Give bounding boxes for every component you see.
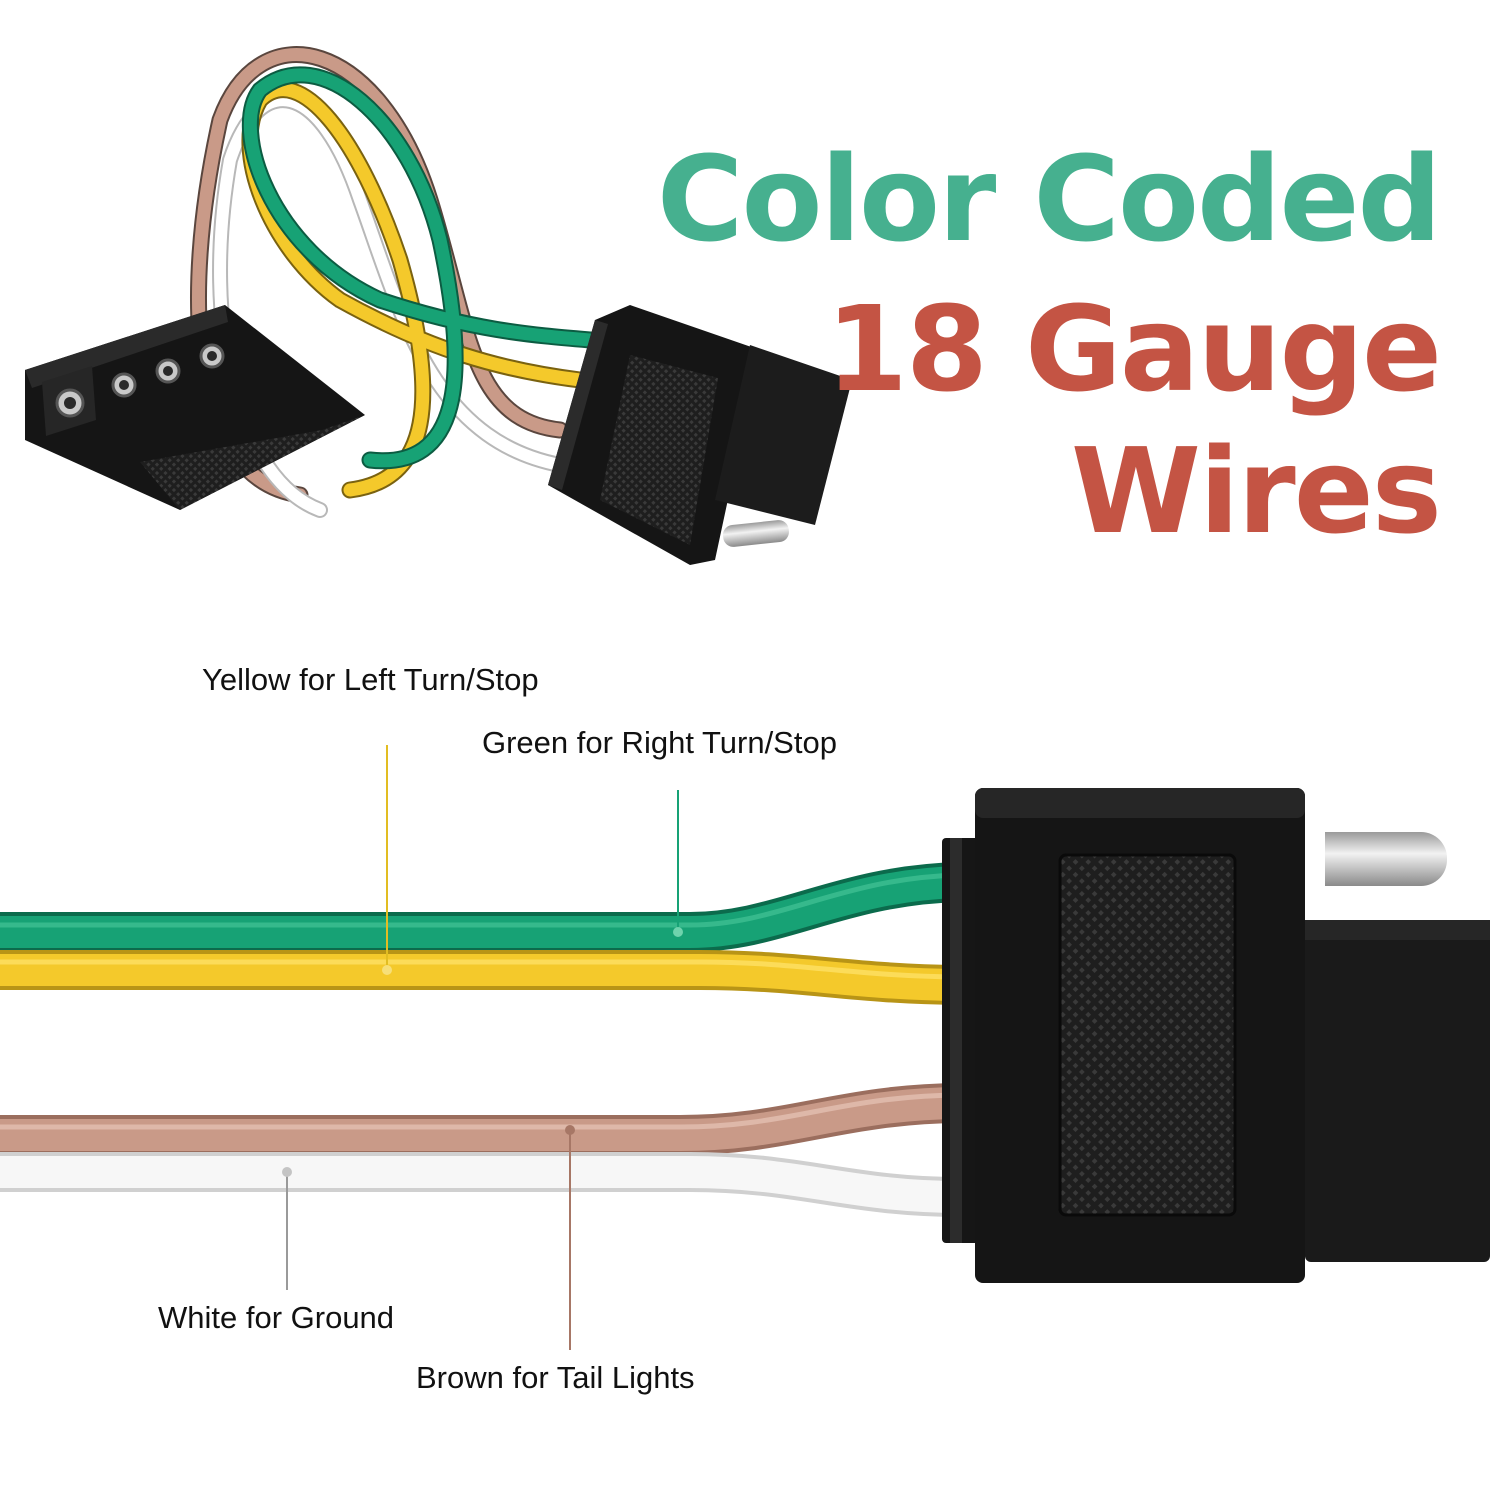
bottom-wires (0, 862, 961, 1217)
top-left-connector (25, 305, 365, 510)
headline-gauge: 18 Gauge (825, 280, 1442, 418)
green-wire-label: Green for Right Turn/Stop (482, 725, 837, 760)
headline-color-coded: Color Coded (656, 130, 1442, 268)
connector-side-housing (1305, 920, 1490, 1262)
headline-wires: Wires (1070, 422, 1442, 560)
brown-wire-label: Brown for Tail Lights (416, 1360, 695, 1395)
yellow-wire-label: Yellow for Left Turn/Stop (202, 662, 539, 697)
top-right-connector (548, 305, 852, 565)
connector-grip-texture (1060, 855, 1235, 1215)
callout-lines (282, 745, 683, 1350)
top-male-pin (722, 520, 789, 547)
bottom-connector (942, 788, 1490, 1283)
white-wire-label: White for Ground (158, 1300, 395, 1335)
